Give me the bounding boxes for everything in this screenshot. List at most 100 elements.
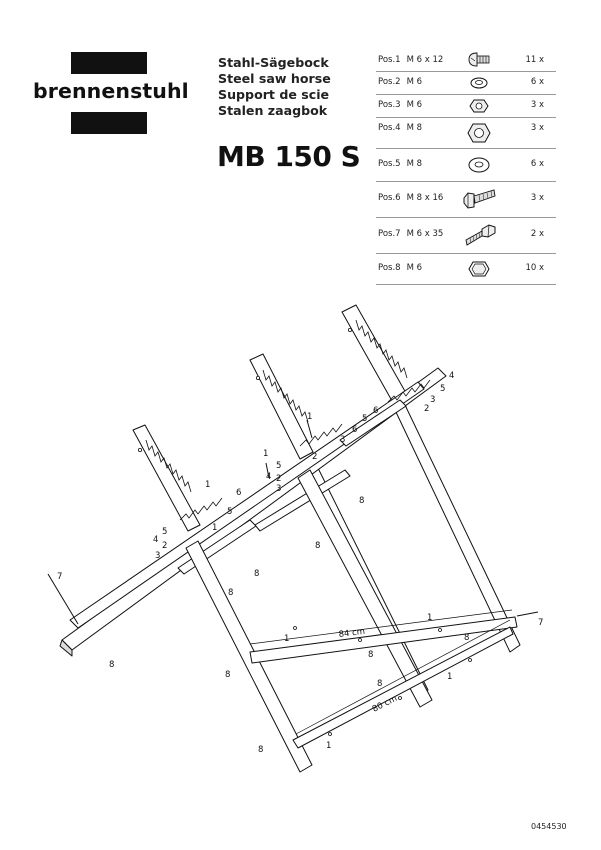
callout-8: 8 — [109, 660, 114, 670]
part-qty: 3 x — [530, 193, 544, 203]
callout-8: 8 — [464, 633, 469, 643]
part-size: M 6 — [406, 100, 423, 110]
title-fr: Support de scie — [218, 87, 330, 102]
part-row: Pos.8 M 6 10 x — [376, 254, 556, 285]
callout-8: 8 — [368, 650, 373, 660]
bracket-right — [339, 399, 407, 447]
part-row: Pos.7 M 6 x 35 2 x — [376, 218, 556, 254]
callout-5: 5 — [227, 507, 232, 517]
part-pos: Pos.2 — [378, 77, 401, 87]
callout-8: 8 — [254, 569, 259, 579]
part-qty: 3 x — [530, 100, 544, 110]
teeth-rail-right — [387, 379, 431, 403]
title-en: Steel saw horse — [218, 71, 331, 86]
screw-middle — [265, 462, 270, 479]
title-de: Stahl-Sägebock — [218, 55, 329, 70]
upper-cross-brace — [249, 616, 518, 664]
callout-1: 1 — [427, 613, 432, 623]
screw-left — [47, 573, 79, 625]
front-leg-left — [185, 540, 313, 773]
part-pos: Pos.7 — [378, 229, 401, 239]
teeth-rail-middle — [299, 423, 343, 447]
tooth-upright-middle — [249, 353, 314, 460]
part-row: Pos.1 M 6 x 12 11 x — [376, 50, 556, 72]
callout-8: 8 — [359, 496, 364, 506]
product-titles: Stahl-Sägebock Steel saw horse Support d… — [218, 55, 331, 119]
callout-2: 2 — [162, 541, 167, 551]
cap-nut-icon — [468, 261, 490, 277]
callout-7: 7 — [57, 572, 62, 582]
brand-name: brennenstuhl — [33, 79, 189, 103]
button-head-screw-icon — [468, 52, 490, 67]
callout-8: 8 — [258, 745, 263, 755]
callout-5: 5 — [362, 414, 367, 424]
part-qty: 2 x — [530, 229, 544, 239]
callout-6: 6 — [373, 406, 378, 416]
washer-icon — [468, 157, 490, 173]
callout-3: 3 — [340, 435, 345, 445]
teeth-left — [145, 439, 192, 493]
callout-6: 6 — [236, 488, 241, 498]
document-number: 0454530 — [531, 822, 567, 831]
part-size: M 8 — [406, 123, 423, 133]
model-number: MB 150 S — [217, 140, 361, 173]
hex-bolt-icon — [463, 189, 496, 209]
part-size: M 6 x 35 — [406, 229, 444, 239]
part-row: Pos.6 M 8 x 16 3 x — [376, 182, 556, 218]
callout-3: 3 — [155, 551, 160, 561]
part-pos: Pos.3 — [378, 100, 401, 110]
lower-rail — [69, 381, 425, 629]
callout-4: 4 — [449, 371, 454, 381]
logo-bar-top — [71, 52, 147, 74]
callout-1: 1 — [284, 634, 289, 644]
part-qty: 10 x — [525, 263, 544, 273]
callout-5: 5 — [162, 527, 167, 537]
callout-2: 2 — [312, 452, 317, 462]
screw-top-middle — [306, 419, 313, 439]
part-pos: Pos.8 — [378, 263, 401, 273]
parts-list: Pos.1 M 6 x 12 11 x Pos.2 M 6 6 x Pos.3 M 6… — [376, 50, 556, 285]
callout-4: 4 — [153, 535, 158, 545]
part-size: M 8 — [406, 159, 423, 169]
hex-nut-icon — [467, 123, 491, 143]
part-qty: 6 x — [530, 159, 544, 169]
part-size: M 6 — [406, 77, 423, 87]
callout-1: 1 — [212, 523, 217, 533]
tooth-upright-left — [132, 424, 201, 532]
callout-1: 1 — [307, 412, 312, 422]
brand-logo: brennenstuhl — [33, 52, 189, 134]
washer-icon — [470, 77, 488, 89]
part-size: M 6 — [406, 263, 423, 273]
teeth-right — [355, 319, 408, 379]
title-nl: Stalen zaagbok — [218, 103, 328, 118]
callout-5: 5 — [440, 384, 445, 394]
screw-right — [516, 611, 539, 617]
callout-6: 6 — [352, 425, 357, 435]
callout-2: 2 — [424, 404, 429, 414]
hex-nut-icon — [469, 99, 489, 113]
callout-4: 4 — [266, 472, 271, 482]
part-pos: Pos.6 — [378, 193, 401, 203]
front-leg-middle — [297, 469, 433, 708]
callout-2: 2 — [276, 474, 281, 484]
callout-1: 1 — [205, 480, 210, 490]
hex-bolt-long-icon — [465, 224, 496, 246]
callout-3: 3 — [276, 484, 281, 494]
callout-1: 1 — [263, 449, 268, 459]
dimension-line-lower — [295, 619, 511, 735]
dimension-upper: 84 cm — [338, 627, 366, 640]
teeth-middle — [262, 369, 309, 423]
part-pos: Pos.4 — [378, 123, 401, 133]
upper-rail-end — [59, 639, 73, 657]
part-qty: 11 x — [525, 55, 544, 65]
callout-1: 1 — [326, 741, 331, 751]
part-size: M 6 x 12 — [406, 55, 444, 65]
part-qty: 3 x — [530, 123, 544, 133]
callout-5: 5 — [276, 461, 281, 471]
part-size: M 8 x 16 — [406, 193, 444, 203]
teeth-rail-left — [179, 497, 223, 521]
part-pos: Pos.1 — [378, 55, 401, 65]
